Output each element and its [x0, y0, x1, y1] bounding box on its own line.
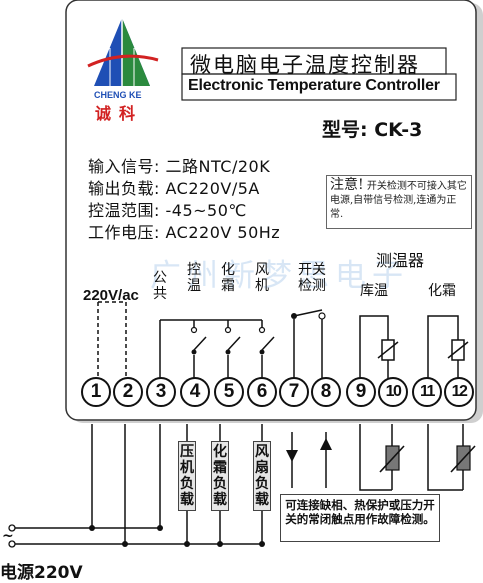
spec-value: 二路NTC/20K — [165, 157, 271, 176]
spec-label: 控温范围: — [88, 201, 160, 220]
spec-row-range: 控温范围: -45~50℃ — [88, 197, 247, 221]
power-terminal-l — [8, 524, 16, 532]
terminal-4[interactable]: 4 — [180, 377, 210, 407]
terminal-12[interactable]: 12 — [444, 377, 474, 407]
terminal-5[interactable]: 5 — [214, 377, 244, 407]
external-sensor-2 — [427, 424, 476, 491]
label-fan: 风机 — [255, 262, 269, 294]
label-switch-detect: 开关检测 — [298, 262, 326, 294]
load-compressor: 压机负载 — [178, 441, 196, 511]
external-sensor-1 — [359, 424, 405, 491]
spec-row-input: 输入信号: 二路NTC/20K — [88, 153, 270, 177]
terminal-8[interactable]: 8 — [311, 377, 341, 407]
spec-label: 工作电压: — [88, 223, 160, 242]
title-cn: 微电脑电子温度控制器 — [190, 53, 420, 77]
detect-arrows-icon — [286, 432, 332, 488]
terminal-10[interactable]: 10 — [378, 377, 408, 407]
label-compressor: 控温 — [187, 262, 201, 294]
logo-brand-en: CHENG KE — [94, 90, 142, 100]
label-defrost-temp: 化霜 — [428, 283, 456, 299]
note-text: 开关检测不可接入其它电源,自带信号检测,连通为正常. — [330, 181, 467, 220]
terminal-9[interactable]: 9 — [346, 377, 376, 407]
terminal-7[interactable]: 7 — [279, 377, 309, 407]
terminal-6[interactable]: 6 — [247, 377, 277, 407]
switch-detect-symbol — [291, 309, 326, 378]
spec-value: AC220V 50Hz — [165, 223, 281, 242]
controller-panel — [65, 0, 477, 421]
spec-label: 输入信号: — [88, 157, 160, 176]
power-rating: 220V/ac — [83, 287, 139, 304]
spec-row-output: 输出负载: AC220V/5A — [88, 175, 260, 199]
title-en: Electronic Temperature Controller — [188, 77, 440, 94]
fault-detection-note: 可连接缺相、热保护或压力开关的常闭触点用作故障检测。 — [280, 494, 440, 542]
terminal-11[interactable]: 11 — [412, 377, 442, 407]
sensor-header: 测温器 — [376, 251, 425, 270]
logo-brand-cn: 诚科 — [95, 104, 144, 123]
spec-value: -45~50℃ — [165, 201, 247, 220]
relay-contacts — [190, 320, 275, 378]
ac-symbol: ~ — [2, 528, 14, 544]
label-common: 公共 — [153, 270, 167, 302]
attention-note: 注意! 开关检测不可接入其它电源,自带信号检测,连通为正常. — [326, 175, 472, 229]
terminal-1[interactable]: 1 — [81, 377, 111, 407]
room-sensor-symbol — [359, 315, 399, 378]
terminal-2[interactable]: 2 — [113, 377, 143, 407]
load-defrost: 化霜负载 — [211, 441, 229, 511]
spec-row-voltage: 工作电压: AC220V 50Hz — [88, 219, 280, 243]
model-number: 型号: CK-3 — [322, 119, 423, 141]
spec-label: 输出负载: — [88, 179, 160, 198]
title-en-frame — [181, 73, 457, 101]
load-fan: 风扇负载 — [253, 441, 271, 511]
label-room-temp: 库温 — [360, 283, 388, 299]
power-terminal-n — [8, 540, 16, 548]
watermark: 广州新梦思电子 — [150, 258, 409, 294]
defrost-sensor-symbol — [427, 315, 469, 378]
label-defrost: 化霜 — [221, 262, 235, 294]
terminal-3[interactable]: 3 — [146, 377, 176, 407]
brand-logo-icon — [87, 18, 159, 86]
note-lead: 注意! — [330, 177, 364, 193]
power-label: 电源220V — [0, 563, 83, 583]
spec-value: AC220V/5A — [165, 179, 260, 198]
